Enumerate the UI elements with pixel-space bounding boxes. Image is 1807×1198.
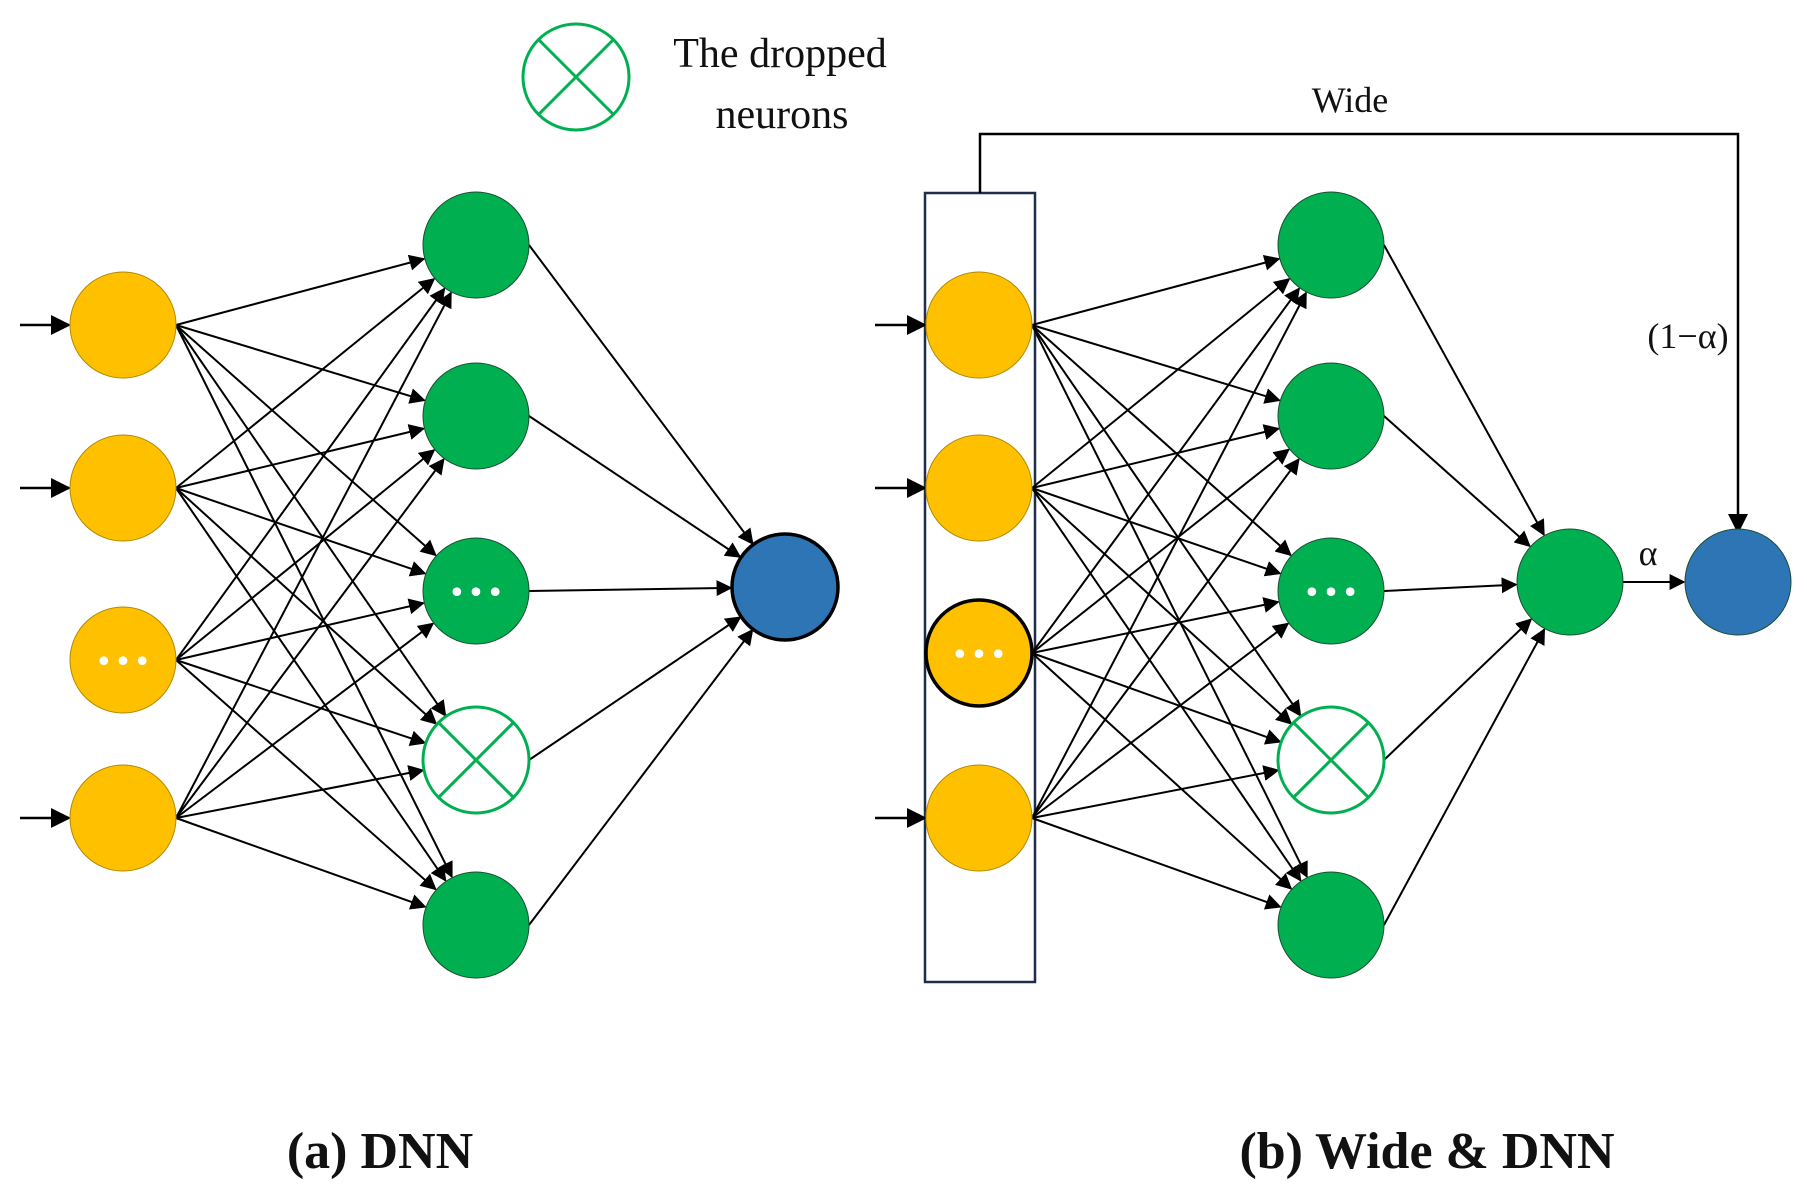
edge [1031, 291, 1307, 819]
edge [175, 765, 425, 819]
panel-b-wide-dnn: Wide (1−α) • • • • • • α (b) Wide & DNN [875, 80, 1792, 1180]
input-neuron [69, 434, 177, 542]
ellipsis-dots: • • • [98, 642, 148, 678]
edge [1031, 287, 1301, 654]
edge [175, 424, 426, 489]
wide-connection-arrow [978, 132, 1748, 534]
input-neuron [69, 764, 177, 872]
edge [175, 287, 446, 661]
edge [528, 580, 733, 597]
edge [528, 628, 754, 926]
panel-a-edges [20, 244, 754, 926]
panel-a-nodes: • • • • • • [69, 191, 840, 979]
dropped-neuron [1276, 705, 1386, 815]
panel-a-dnn: • • • • • • (a) DNN [20, 191, 840, 1180]
edge [1031, 652, 1293, 890]
hidden-neuron [422, 362, 530, 470]
edge [1383, 577, 1518, 594]
edge [1031, 487, 1293, 725]
edge [1031, 324, 1302, 717]
edge [175, 659, 437, 891]
legend-dropped-neuron-icon [521, 22, 631, 132]
edge [175, 324, 447, 717]
edge [175, 598, 425, 661]
legend-dropped-label-line1: The dropped [673, 31, 886, 77]
input-neuron [925, 271, 1033, 379]
output-neuron [1684, 528, 1792, 636]
hidden-neuron [422, 191, 530, 299]
deep-output-neuron [1516, 528, 1624, 636]
dropped-neuron [421, 705, 531, 815]
input-neuron [925, 434, 1033, 542]
input-neuron [69, 271, 177, 379]
edge [1383, 244, 1545, 537]
edge [1031, 324, 1281, 404]
edge [175, 487, 447, 882]
input-neuron [925, 764, 1033, 872]
hidden-neuron [1277, 191, 1385, 299]
edge [175, 659, 427, 746]
input-neuron-ellipsis [924, 598, 1034, 708]
panel-b-caption: (b) Wide & DNN [1239, 1123, 1614, 1180]
edge [175, 324, 426, 404]
edge [1031, 652, 1282, 745]
edge [1031, 448, 1290, 654]
edge [175, 622, 435, 819]
edge [1383, 618, 1533, 761]
edge [175, 254, 426, 326]
edge [175, 277, 436, 489]
edge [1031, 254, 1281, 326]
panel-b-nodes: • • • • • • [924, 191, 1792, 979]
hidden-neuron [1277, 362, 1385, 470]
edge [175, 487, 438, 725]
edge [1031, 278, 1291, 489]
ellipsis-dots: • • • [1306, 573, 1356, 609]
edge [1031, 458, 1300, 819]
edge [528, 415, 742, 558]
edge [175, 817, 427, 910]
panel-a-caption: (a) DNN [287, 1123, 473, 1180]
wide-label: Wide [1312, 80, 1389, 120]
edge [1031, 622, 1290, 819]
ellipsis-dots: • • • [451, 573, 501, 609]
legend: The dropped neurons [521, 22, 887, 138]
edge [1031, 487, 1302, 882]
edge [175, 324, 437, 557]
edge [175, 324, 453, 879]
edge [175, 449, 436, 661]
hidden-neuron [422, 871, 530, 979]
hidden-neuron [1277, 871, 1385, 979]
deep-weight-label: α [1639, 533, 1658, 573]
hidden-neuron-ellipsis [1277, 537, 1385, 645]
edge [1031, 817, 1282, 910]
edge [1383, 628, 1546, 926]
edge [175, 457, 445, 819]
input-neuron-ellipsis [69, 606, 177, 714]
hidden-neuron-ellipsis [422, 537, 530, 645]
edge [528, 616, 742, 761]
legend-dropped-label-line2: neurons [716, 92, 849, 138]
panel-b-edges [875, 244, 1686, 926]
edge [528, 244, 754, 546]
edge [1383, 415, 1531, 548]
edge [1031, 765, 1280, 819]
edge [175, 291, 452, 819]
wide-weight-label: (1−α) [1647, 316, 1728, 356]
output-neuron [730, 532, 840, 642]
edge [1031, 424, 1281, 489]
edge [1031, 487, 1282, 577]
ellipsis-dots: • • • [954, 635, 1004, 671]
edge [175, 487, 427, 577]
edge [1031, 324, 1308, 879]
edge [1031, 597, 1280, 654]
edge [1031, 324, 1292, 557]
